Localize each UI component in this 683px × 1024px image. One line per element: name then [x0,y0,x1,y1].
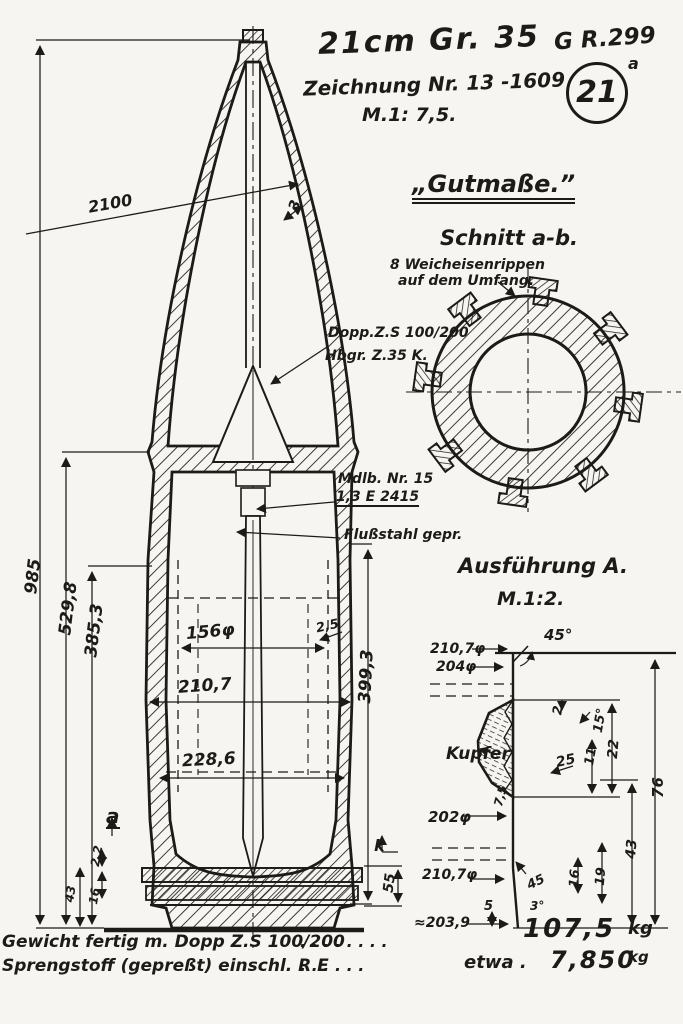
detail-dia-210-top: 210,7φ [430,641,486,657]
detail-scale: M.1:2. [497,588,565,610]
ribs-note-line2: auf dem Umfang. [398,273,535,289]
dim-base-2-2: 2,2 [87,844,106,868]
explosive-etwa: etwa . [464,952,527,973]
dim-cavity-156: 156φ [185,619,236,645]
dim-band-228: 228,6 [181,748,237,772]
dim-base-16: 16 [86,886,103,906]
drawing-scale: M.1: 7,5. [362,104,457,126]
detail-dia-203-9: ≈203,9 [414,915,471,931]
dim-base-43: 43 [62,884,79,904]
detail-dia-202: 202φ [428,808,472,826]
dim-caliber-210: 210,7 [177,674,233,698]
detail-h-19: 19 [592,866,610,887]
main-dimension-lines [25,39,516,929]
stamp-suffix: a [628,54,639,73]
explosive-dots: . . . . . . [300,956,365,975]
dim-base-55: 55 [380,872,399,894]
heading-schnitt: Schnitt a-b. [440,226,578,250]
ribs-note-line1: 8 Weicheisenrippen [390,257,546,273]
explosive-unit: kg [628,948,649,966]
soft-iron-ribs [412,276,644,508]
steel-callout: Flußstahl gepr. [344,527,463,543]
detail-angle-15: 15° [590,707,610,734]
detail-h-11: 11 [582,746,601,767]
weight-dots: . . . . . . . . [300,932,388,951]
detail-h-16: 16 [566,868,584,889]
detail-dia-204: 204φ [436,659,477,675]
weight-unit: kg [628,918,653,939]
detail-h-76: 76 [648,777,667,798]
fuze-callout-line2: Hbgr. Z.35 K. [325,348,428,364]
detail-angle-45-top: 45° [544,626,573,644]
drawing-title: 21cm Gr. 35 [317,19,541,62]
explosive-value: 7,850 [550,946,636,974]
detail-w-5: 5 [484,899,494,914]
heading-ausfuehrung: Ausführung A. [458,554,628,578]
cross-section-a-b [406,268,681,512]
section-mark-k: k [374,836,385,855]
detail-h-22: 22 [604,738,623,760]
detonator-callout-line2: 1,3 E 2415 [336,489,420,507]
explosive-label: Sprengstoff (gepreßt) einschl. R E [2,956,329,976]
detail-h-43: 43 [622,838,641,860]
heading-gutmasse: „Gutmaße.” [412,172,576,204]
detail-dia-210-low: 210,7φ [422,867,478,883]
caliber-stamp: 21 [566,62,628,124]
stamp-number: 21 [576,75,618,110]
detonator-callout-line1: Mdlb. Nr. 15 [338,471,434,487]
kupfer-callout: Kupfer [446,744,510,764]
section-mark-a: a [106,804,120,829]
dim-length-total: 985 [21,557,46,596]
shell-body-section [104,26,364,948]
weight-value: 107,5 [523,914,616,944]
detail-t-25: 25 [554,751,577,771]
dim-length-399: 399,3 [354,649,378,704]
weight-label: Gewicht fertig m. Dopp Z.S 100/200 [2,932,345,952]
driving-band-detail [430,644,676,929]
detail-angle-3: 3° [530,899,545,913]
fuze-callout-line1: Dopp.Z.S 100/200 [328,325,469,341]
